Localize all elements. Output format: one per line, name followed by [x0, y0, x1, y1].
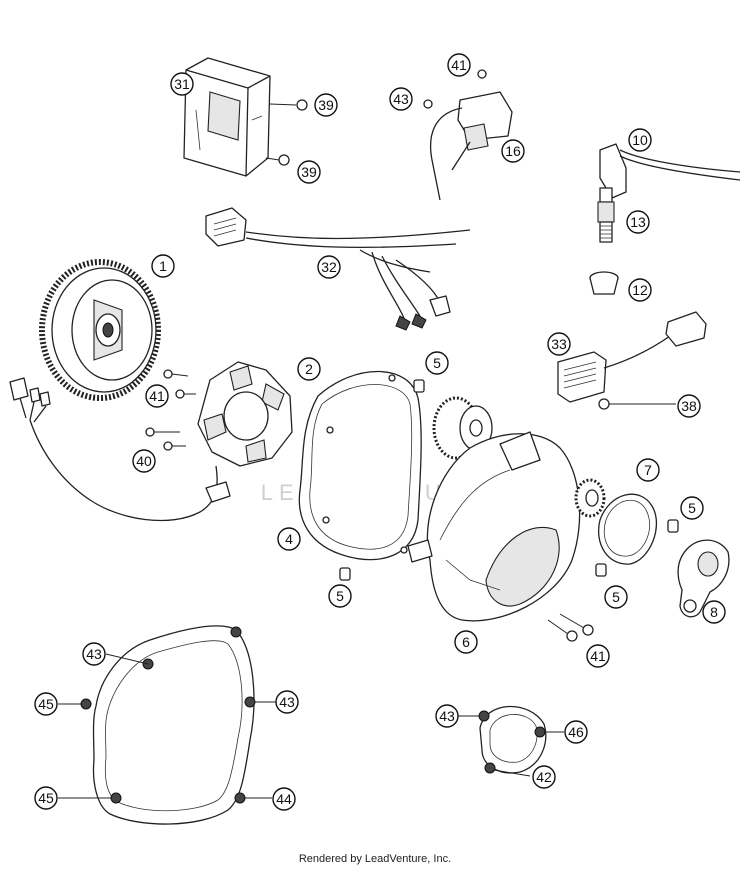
part-12-rubber-boot[interactable]: [589, 271, 619, 295]
callout-39a[interactable]: 39: [314, 93, 338, 117]
callout-33[interactable]: 33: [547, 332, 571, 356]
svg-text:12: 12: [632, 282, 648, 298]
svg-text:41: 41: [451, 57, 467, 73]
callout-45b[interactable]: 45: [34, 786, 58, 810]
callout-43a[interactable]: 43: [389, 87, 413, 111]
svg-text:41: 41: [149, 388, 165, 404]
callout-7[interactable]: 7: [636, 458, 660, 482]
part-10-spark-plug-cap[interactable]: [599, 143, 741, 199]
callout-6[interactable]: 6: [454, 630, 478, 654]
part-large-gasket[interactable]: [80, 625, 256, 825]
leader-lines: [58, 653, 564, 799]
callout-32[interactable]: 32: [317, 255, 341, 279]
part-starter-gear[interactable]: [432, 396, 493, 460]
part-4-cover-gasket[interactable]: [298, 370, 422, 561]
svg-text:13: 13: [630, 214, 646, 230]
callout-42[interactable]: 42: [532, 765, 556, 789]
callout-5c[interactable]: 5: [604, 585, 628, 609]
part-7-gear[interactable]: [574, 478, 606, 518]
svg-text:41: 41: [590, 648, 606, 664]
part-39-screw-lower[interactable]: [265, 154, 290, 166]
svg-text:43: 43: [86, 646, 102, 662]
callout-5a[interactable]: 5: [425, 351, 449, 375]
part-40-screws-stator[interactable]: [145, 427, 186, 451]
svg-text:38: 38: [681, 398, 697, 414]
callout-16[interactable]: 16: [501, 139, 525, 163]
callout-40[interactable]: 40: [132, 449, 156, 473]
svg-text:43: 43: [279, 694, 295, 710]
callout-5d[interactable]: 5: [680, 496, 704, 520]
part-5-dowel-a[interactable]: [413, 379, 425, 393]
callout-31[interactable]: 31: [170, 72, 194, 96]
part-32-wiring-harness[interactable]: [205, 207, 471, 331]
svg-text:46: 46: [568, 724, 584, 740]
part-5-dowel-d[interactable]: [667, 519, 679, 533]
part-39-screw-upper[interactable]: [269, 99, 308, 111]
callout-41a[interactable]: 41: [145, 384, 169, 408]
part-16-ignition-coil[interactable]: [423, 69, 513, 201]
callout-1[interactable]: 1: [151, 254, 175, 278]
svg-text:10: 10: [632, 132, 648, 148]
part-6-ignition-cover[interactable]: [407, 431, 581, 622]
svg-text:5: 5: [433, 355, 441, 371]
svg-text:43: 43: [439, 708, 455, 724]
svg-text:6: 6: [462, 634, 470, 650]
part-7-gasket[interactable]: [598, 493, 658, 565]
part-31-control-unit[interactable]: [183, 57, 271, 177]
svg-text:2: 2: [305, 361, 313, 377]
callout-8[interactable]: 8: [702, 600, 726, 624]
svg-text:43: 43: [393, 91, 409, 107]
callout-41c[interactable]: 41: [586, 644, 610, 668]
svg-text:45: 45: [38, 696, 54, 712]
callout-43d[interactable]: 43: [435, 704, 459, 728]
svg-text:31: 31: [174, 76, 190, 92]
svg-text:5: 5: [612, 589, 620, 605]
svg-text:5: 5: [688, 500, 696, 516]
svg-text:42: 42: [536, 769, 552, 785]
part-13-spark-plug[interactable]: [597, 187, 615, 243]
svg-text:39: 39: [301, 164, 317, 180]
callout-39b[interactable]: 39: [297, 160, 321, 184]
svg-text:4: 4: [285, 531, 293, 547]
callout-4[interactable]: 4: [277, 527, 301, 551]
part-8-cover[interactable]: [677, 539, 730, 618]
callout-43c[interactable]: 43: [275, 690, 299, 714]
svg-text:40: 40: [136, 453, 152, 469]
callout-43b[interactable]: 43: [82, 642, 106, 666]
callout-5b[interactable]: 5: [328, 584, 352, 608]
callout-46[interactable]: 46: [564, 720, 588, 744]
part-1-flywheel[interactable]: [39, 259, 161, 401]
svg-text:5: 5: [336, 588, 344, 604]
callout-13[interactable]: 13: [626, 210, 650, 234]
part-5-dowel-b[interactable]: [339, 567, 351, 581]
svg-text:33: 33: [551, 336, 567, 352]
part-small-gasket[interactable]: [478, 705, 547, 774]
svg-text:45: 45: [38, 790, 54, 806]
svg-text:7: 7: [644, 462, 652, 478]
svg-text:8: 8: [710, 604, 718, 620]
part-33-voltage-regulator[interactable]: [557, 311, 707, 403]
svg-text:1: 1: [159, 258, 167, 274]
svg-text:16: 16: [505, 143, 521, 159]
part-41-screws-stator[interactable]: [163, 369, 196, 399]
svg-text:44: 44: [276, 791, 292, 807]
footer-credit: Rendered by LeadVenture, Inc.: [298, 853, 452, 865]
svg-text:32: 32: [321, 259, 337, 275]
callout-38[interactable]: 38: [677, 394, 701, 418]
svg-text:39: 39: [318, 97, 334, 113]
callout-45a[interactable]: 45: [34, 692, 58, 716]
part-41-screws-cover[interactable]: [547, 613, 594, 642]
callout-2[interactable]: 2: [297, 357, 321, 381]
callout-12[interactable]: 12: [628, 278, 652, 302]
part-2-stator[interactable]: [9, 361, 293, 522]
callout-41b[interactable]: 41: [447, 53, 471, 77]
callout-10[interactable]: 10: [628, 128, 652, 152]
callout-44[interactable]: 44: [272, 787, 296, 811]
part-38-screw[interactable]: [598, 398, 676, 410]
part-5-dowel-c[interactable]: [595, 563, 607, 577]
